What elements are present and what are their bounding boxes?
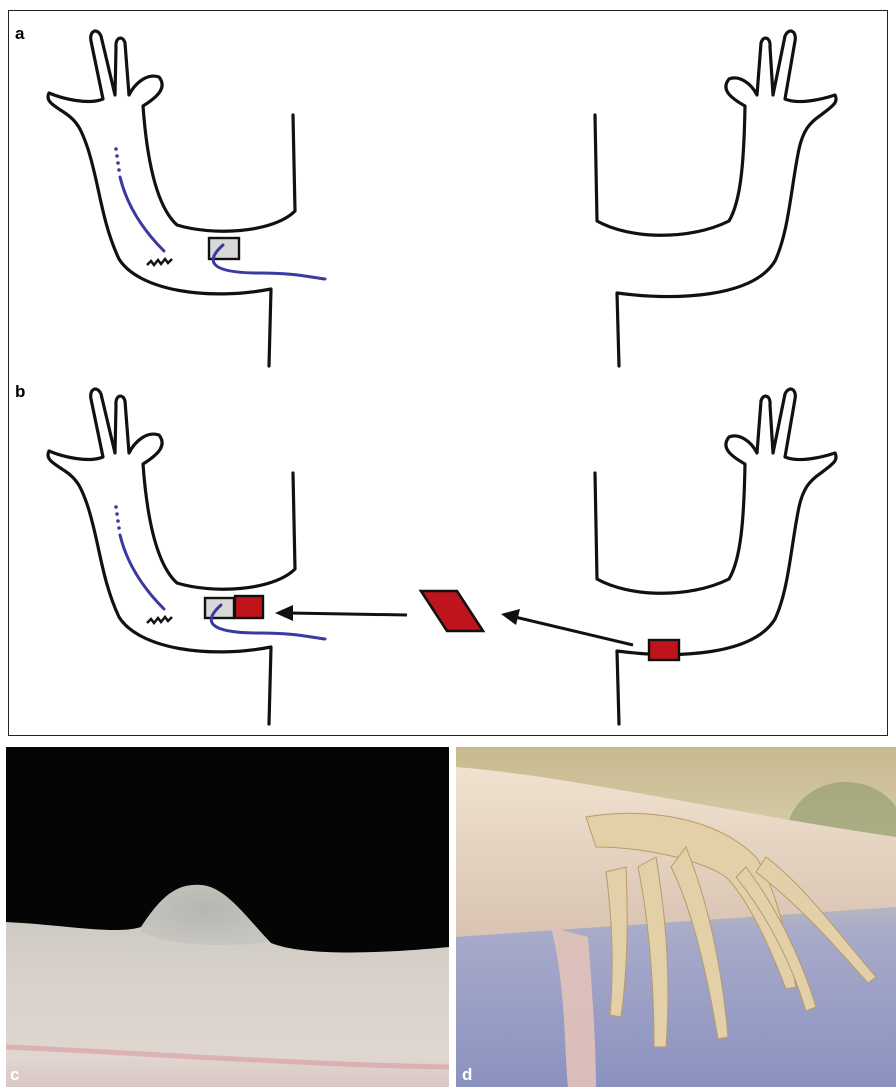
panel-d-label: d [462,1066,472,1083]
left-arrow-icon [501,609,633,645]
panel-a-drawing [48,31,836,366]
photo-d-image [456,747,896,1087]
graft-donor-site [649,640,679,660]
nerve-cut-mark [147,617,172,623]
photo-d-supernumerary-limb: d [456,747,896,1087]
nerve-cut-mark [147,259,172,265]
photo-c-blastema: c [6,747,449,1087]
panel-b-drawing [48,389,836,724]
diagram-frame: a b [8,10,888,736]
nerve-upper [114,147,164,251]
left-arrow-icon [275,605,407,621]
photo-c-image [6,747,449,1087]
graft-placed [235,596,263,618]
panel-c-label: c [10,1066,19,1083]
graft-transit [421,591,483,631]
nerve-upper [114,505,164,609]
limb-diagram [9,11,887,735]
